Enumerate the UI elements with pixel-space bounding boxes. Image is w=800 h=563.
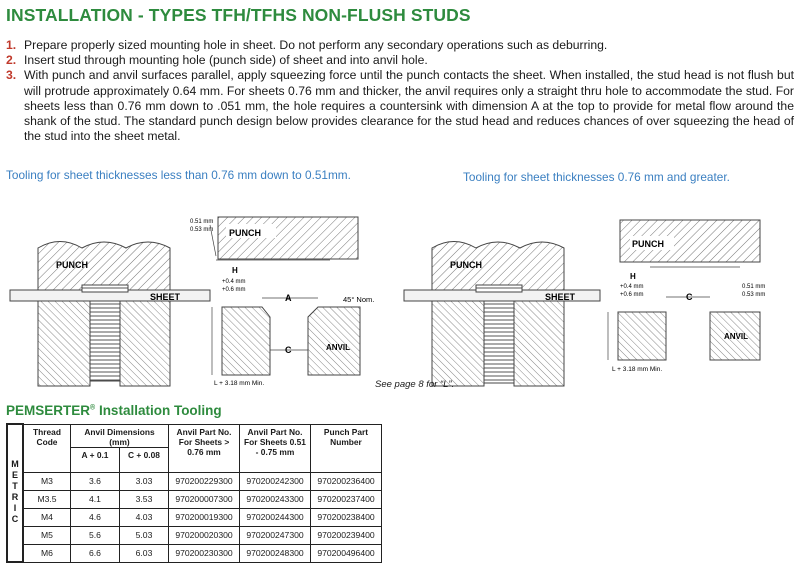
cell-anvil-thick: 970200229300 (168, 471, 240, 491)
cell-punch: 970200238400 (310, 507, 382, 527)
label-punch-detail: PUNCH (229, 228, 261, 238)
header-thread-code: Thread Code (22, 423, 71, 473)
cell-anvil-thin: 970200247300 (239, 525, 311, 545)
right-detail-drawing: PUNCH H +0.4 mm +0.6 mm 0.51 mm 0.53 mm … (607, 219, 765, 373)
step-text: Prepare properly sized mounting hole in … (24, 38, 608, 52)
label-gap-1: 0.51 mm (190, 219, 213, 225)
installation-steps: 1. Prepare properly sized mounting hole … (6, 38, 794, 144)
cell-anvil-thick: 970200230300 (168, 543, 240, 563)
step-item: 3. With punch and anvil surfaces paralle… (6, 68, 794, 144)
right-assembly-drawing: PUNCH SHEET (403, 241, 601, 387)
label-l-min-right: L + 3.18 mm Min. (612, 366, 662, 373)
cell-c: 3.53 (119, 489, 169, 509)
cell-a: 6.6 (70, 543, 120, 563)
cell-punch: 970200496400 (310, 543, 382, 563)
step-item: 1. Prepare properly sized mounting hole … (6, 38, 794, 53)
section-title: PEMSERTER® Installation Tooling (6, 403, 222, 418)
cell-a: 3.6 (70, 471, 120, 491)
left-detail-drawing: PUNCH 0.51 mm 0.53 mm H +0.4 mm +0.6 mm … (190, 216, 374, 387)
label-c: C (285, 345, 292, 355)
cell-a: 4.1 (70, 489, 120, 509)
header-anvil-thin: Anvil Part No. For Sheets 0.51 - 0.75 mm (239, 423, 311, 473)
label-sheet-right: SHEET (545, 292, 576, 302)
cell-thread: M3.5 (22, 489, 71, 509)
label-angle: 45° Nom. (343, 295, 374, 304)
cell-anvil-thin: 970200244300 (239, 507, 311, 527)
cell-thread: M5 (22, 525, 71, 545)
label-punch: PUNCH (56, 260, 88, 270)
cell-c: 3.03 (119, 471, 169, 491)
label-c-right: C (686, 292, 693, 302)
step-number: 2. (6, 53, 17, 68)
cell-anvil-thin: 970200243300 (239, 489, 311, 509)
label-gap-2-right: 0.53 mm (742, 292, 765, 298)
cell-punch: 970200236400 (310, 471, 382, 491)
tooling-diagrams: PUNCH SHEET PUNCH 0.51 mm 0.53 mm H +0.4… (9, 216, 765, 387)
section-title-brand: PEMSERTER (6, 403, 91, 418)
step-number: 1. (6, 38, 17, 52)
cell-thread: M3 (22, 471, 71, 491)
header-anvil-dimensions: Anvil Dimensions (mm) (70, 423, 169, 448)
label-gap-2: 0.53 mm (190, 227, 213, 233)
table-row: M6 6.6 6.03 970200230300 970200248300 97… (7, 543, 382, 563)
cell-anvil-thick: 970200007300 (168, 489, 240, 509)
cell-anvil-thick: 970200019300 (168, 507, 240, 527)
caption-thick-sheets: Tooling for sheet thicknesses 0.76 mm an… (463, 170, 730, 184)
label-tol-h2-right: +0.6 mm (620, 292, 644, 298)
header-anvil-thick: Anvil Part No. For Sheets > 0.76 mm (168, 423, 240, 473)
page-title: INSTALLATION - TYPES TFH/TFHS NON-FLUSH … (6, 5, 471, 25)
metric-side-label: METRIC (6, 423, 24, 563)
cell-c: 4.03 (119, 507, 169, 527)
cell-a: 5.6 (70, 525, 120, 545)
header-c: C + 0.08 (119, 446, 169, 473)
step-text: With punch and anvil surfaces parallel, … (24, 68, 794, 144)
left-assembly-drawing: PUNCH SHEET (9, 241, 211, 387)
step-number: 3. (6, 68, 17, 83)
step-text: Insert stud through mounting hole (punch… (24, 53, 428, 68)
section-title-suffix: Installation Tooling (95, 403, 222, 418)
label-h-left: H (232, 266, 238, 275)
header-punch-part: Punch Part Number (310, 423, 382, 473)
caption-thin-sheets: Tooling for sheet thicknesses less than … (6, 168, 351, 182)
cell-anvil-thick: 970200020300 (168, 525, 240, 545)
label-sheet: SHEET (150, 292, 181, 302)
cell-a: 4.6 (70, 507, 120, 527)
label-punch-right: PUNCH (450, 260, 482, 270)
cell-thread: M6 (22, 543, 71, 563)
table-row: M5 5.6 5.03 970200020300 970200247300 97… (7, 525, 382, 545)
table-row: M3 3.6 3.03 970200229300 970200242300 97… (7, 471, 382, 491)
cell-c: 6.03 (119, 543, 169, 563)
label-a: A (285, 293, 292, 303)
registered-mark: ® (90, 404, 96, 412)
cell-punch: 970200237400 (310, 489, 382, 509)
label-punch-detail-right: PUNCH (632, 239, 664, 249)
label-h-right: H (630, 272, 636, 281)
label-anvil-right: ANVIL (724, 332, 748, 341)
see-page-note: See page 8 for “L”. (375, 379, 455, 390)
cell-c: 5.03 (119, 525, 169, 545)
cell-thread: M4 (22, 507, 71, 527)
label-gap-1-right: 0.51 mm (742, 284, 765, 290)
cell-anvil-thin: 970200248300 (239, 543, 311, 563)
step-item: 2. Insert stud through mounting hole (pu… (6, 53, 794, 68)
table-row: M3.5 4.1 3.53 970200007300 970200243300 … (7, 489, 382, 509)
label-tol-h2-left: +0.6 mm (222, 287, 246, 293)
tooling-table: METRIC Thread Code Anvil Dimensions (mm)… (6, 423, 382, 563)
header-a: A + 0.1 (70, 446, 120, 473)
label-anvil-left: ANVIL (326, 343, 350, 352)
label-tol-h1-left: +0.4 mm (222, 279, 246, 285)
table-row: M4 4.6 4.03 970200019300 970200244300 97… (7, 507, 382, 527)
cell-anvil-thin: 970200242300 (239, 471, 311, 491)
label-tol-h1-right: +0.4 mm (620, 284, 644, 290)
cell-punch: 970200239400 (310, 525, 382, 545)
label-l-min-left: L + 3.18 mm Min. (214, 380, 264, 387)
